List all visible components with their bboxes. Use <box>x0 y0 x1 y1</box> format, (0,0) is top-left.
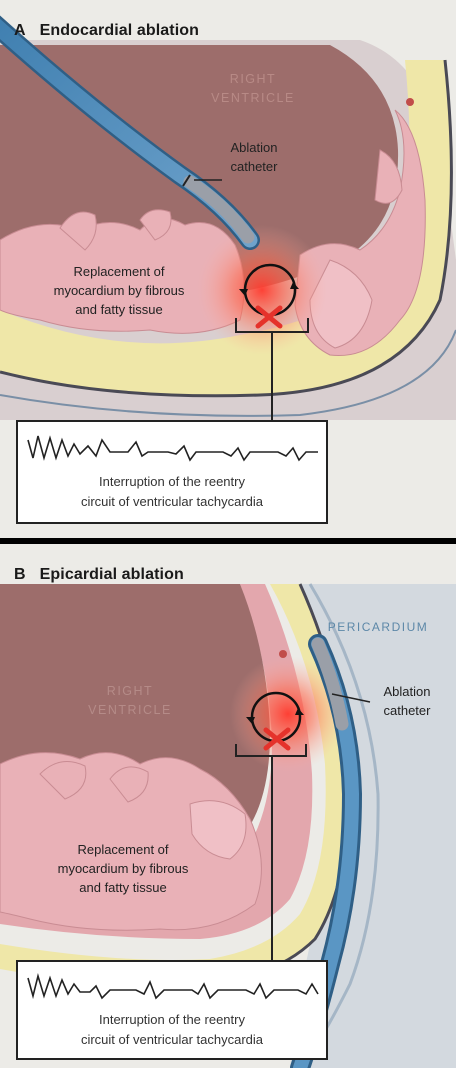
pericardium-label: PERICARDIUM <box>308 618 448 637</box>
catheter-label: Ablation catheter <box>364 682 450 720</box>
ecg-trace <box>18 426 326 476</box>
panel-title: B Epicardial ablation <box>14 566 184 584</box>
tissue-label: Replacement of myocardium by fibrous and… <box>12 840 234 897</box>
ecg-caption: Interruption of the reentry circuit of v… <box>18 472 326 512</box>
panel-endocardial-ablation: A Endocardial ablation RIGHT VENTRICLE Ab… <box>0 0 456 538</box>
ecg-trace <box>18 966 326 1014</box>
panel-title-text: Epicardial ablation <box>40 566 184 583</box>
panel-title: A Endocardial ablation <box>14 22 199 40</box>
ecg-box: Interruption of the reentry circuit of v… <box>16 420 328 524</box>
panel-letter: A <box>14 22 26 39</box>
tissue-label: Replacement of myocardium by fibrous and… <box>10 262 228 319</box>
panel-epicardial-ablation: B Epicardial ablation PERICARDIUM RIGHT V… <box>0 544 456 1068</box>
ecg-box: Interruption of the reentry circuit of v… <box>16 960 328 1060</box>
ventricle-label: RIGHT VENTRICLE <box>60 682 200 720</box>
ecg-caption: Interruption of the reentry circuit of v… <box>18 1010 326 1050</box>
panel-letter: B <box>14 566 26 583</box>
ventricle-label: RIGHT VENTRICLE <box>198 70 308 108</box>
catheter-label: Ablation catheter <box>210 138 298 176</box>
panel-title-text: Endocardial ablation <box>40 22 199 39</box>
